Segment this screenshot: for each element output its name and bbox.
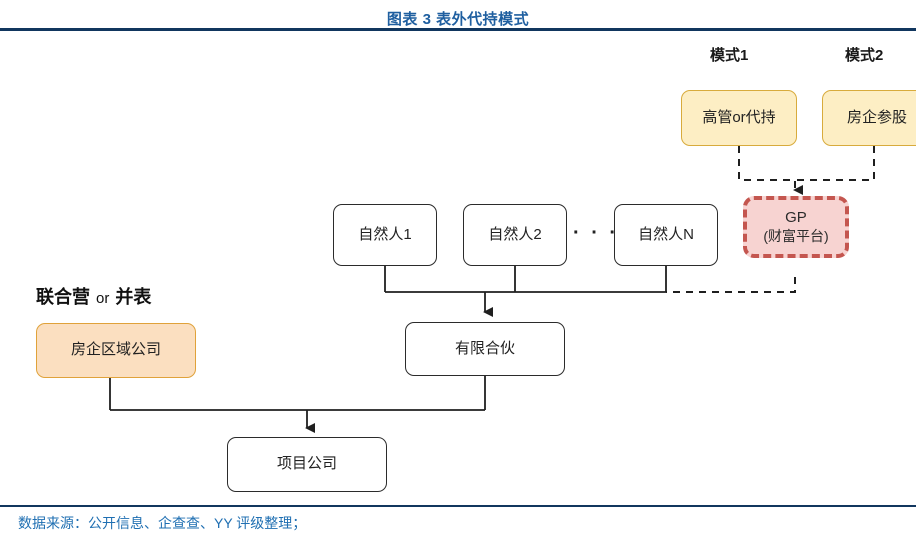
group-label-right: 并表 — [115, 287, 152, 307]
node-gp-label: GP — [785, 209, 807, 227]
wire-devco-stake-to-gp — [795, 146, 875, 181]
node-exec-proxy-label: 高管or代持 — [702, 108, 776, 126]
node-devco-stake-label: 房企参股 — [846, 108, 907, 126]
header-rule — [0, 28, 916, 31]
node-person-n-label: 自然人N — [638, 225, 694, 243]
source-note: 数据来源：公开信息、企查查、YY 评级整理； — [18, 515, 307, 531]
node-person-2-label: 自然人2 — [488, 225, 542, 243]
wire-exec-to-gp — [738, 146, 803, 195]
node-gp[interactable]: GP (财富平台) — [743, 196, 849, 258]
node-person-n[interactable]: 自然人N — [614, 204, 718, 266]
node-limited-partnership-label: 有限合伙 — [454, 339, 515, 357]
node-devco-region-label: 房企区域公司 — [70, 341, 161, 359]
node-limited-partnership[interactable]: 有限合伙 — [405, 322, 565, 376]
page-title: 图表 3 表外代持模式 — [386, 11, 530, 28]
node-project-co[interactable]: 项目公司 — [227, 437, 387, 492]
mode-label-2: 模式2 — [845, 47, 884, 64]
footer-rule — [0, 505, 916, 507]
node-person-2[interactable]: 自然人2 — [463, 204, 567, 266]
node-exec-proxy[interactable]: 高管or代持 — [681, 90, 797, 146]
node-project-co-label: 项目公司 — [276, 455, 337, 473]
group-label-connector: or — [96, 290, 110, 307]
group-label-joint-or-consolidated: 联合营 or 并表 — [36, 283, 151, 309]
group-label-left: 联合营 — [36, 287, 90, 307]
node-devco-region[interactable]: 房企区域公司 — [36, 323, 196, 378]
node-devco-stake[interactable]: 房企参股 — [822, 90, 916, 146]
node-person-1[interactable]: 自然人1 — [333, 204, 437, 266]
node-gp-sublabel: (财富平台) — [763, 227, 829, 244]
node-gp-text: GP (财富平台) — [763, 209, 828, 244]
node-person-1-label: 自然人1 — [358, 225, 412, 243]
wire-gp-to-bus — [666, 277, 796, 293]
mode-label-1: 模式1 — [710, 47, 749, 64]
